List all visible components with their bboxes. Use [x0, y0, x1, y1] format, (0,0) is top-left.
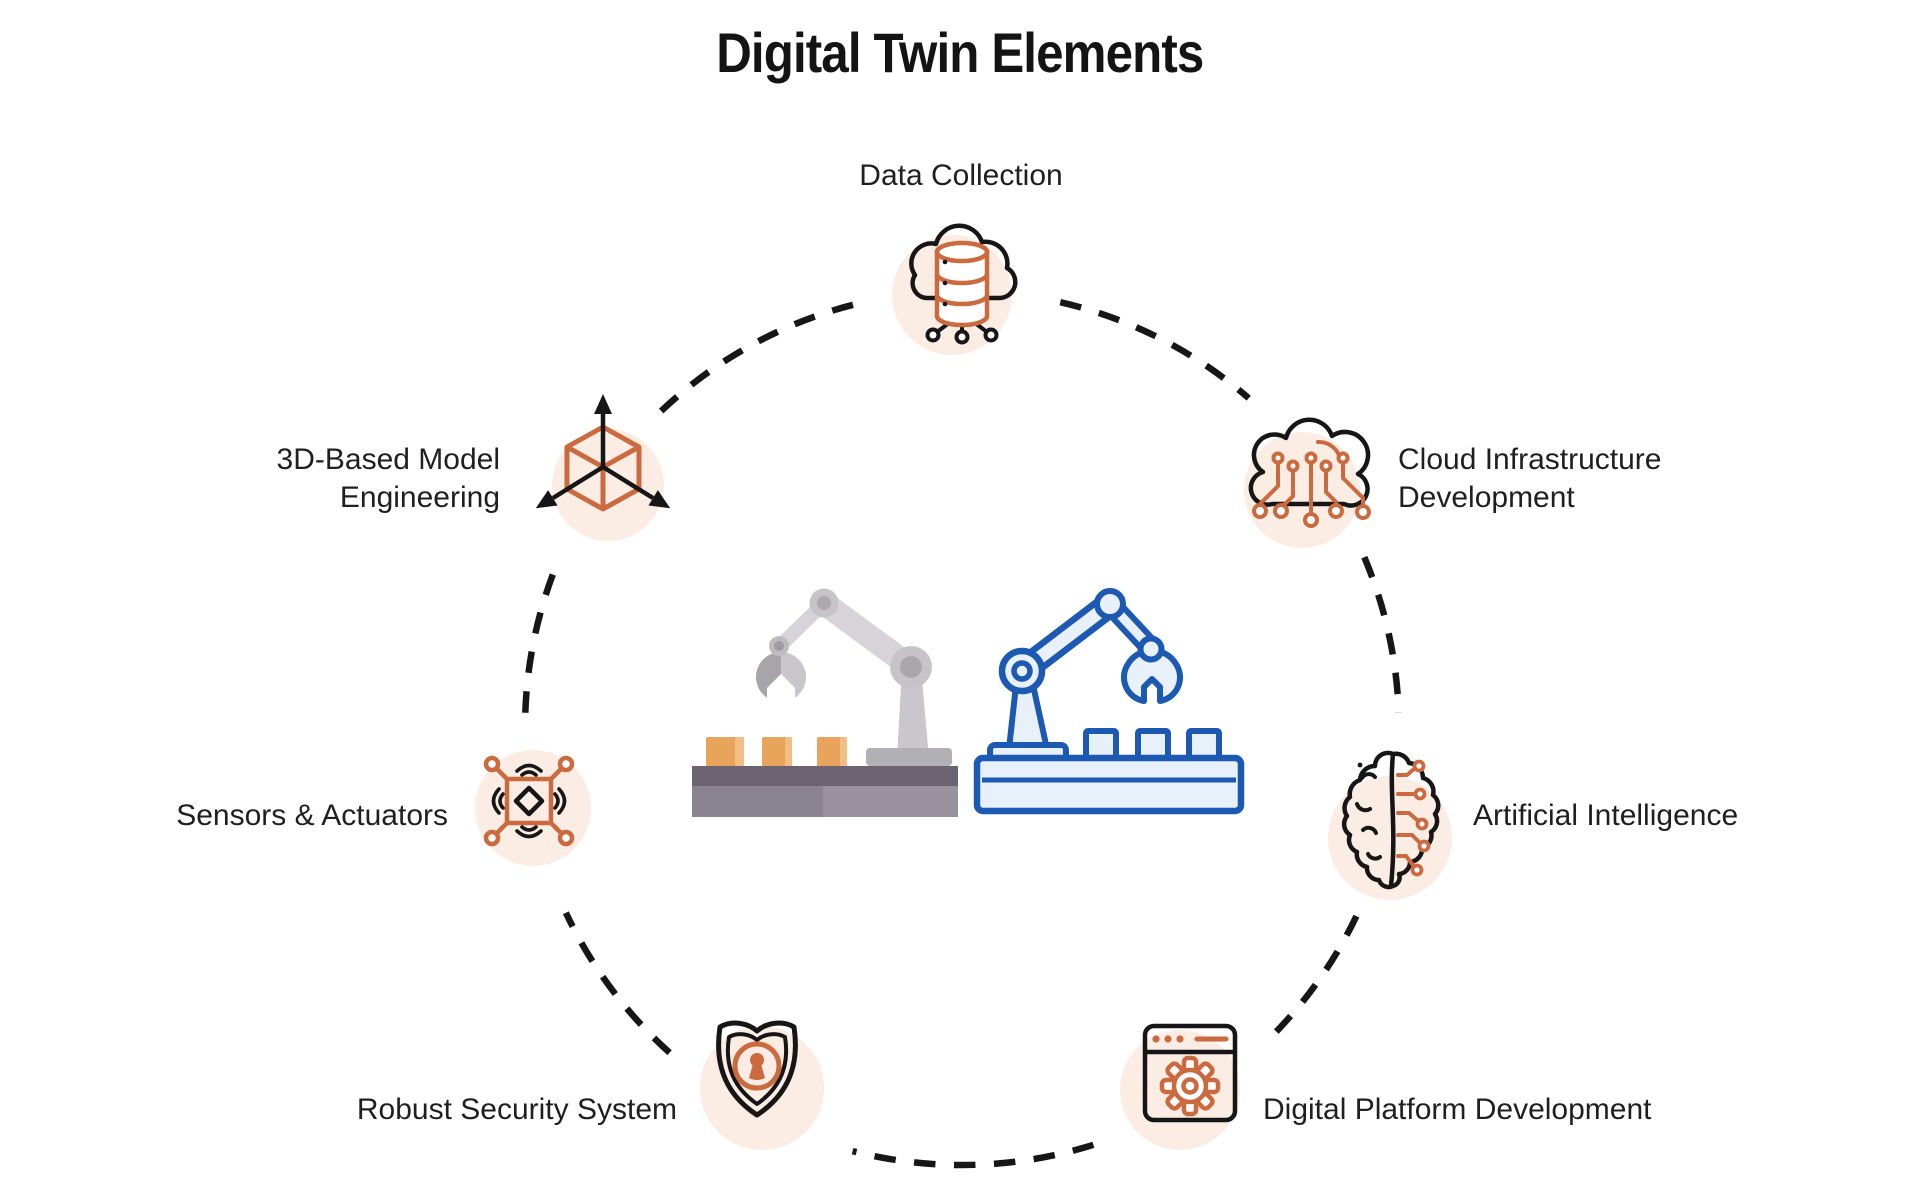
- brain-circuits: [1396, 759, 1431, 877]
- brain-midline: [1388, 753, 1396, 887]
- shield-lock-icon: [716, 1020, 798, 1118]
- node-label-sensors-actuators: Sensors & Actuators: [176, 799, 448, 832]
- cube-axes-icon: [535, 394, 671, 512]
- twin-platform: [973, 754, 1245, 815]
- conveyor-boxes: [706, 737, 847, 767]
- node-label-digital-platform: Digital Platform Development: [1263, 1093, 1652, 1126]
- circle-arc: [1059, 299, 1251, 401]
- circle-arc: [851, 1141, 1095, 1169]
- icon-halos: [475, 235, 1452, 1150]
- sensor-frame: [483, 755, 575, 847]
- keyhole: [749, 1053, 765, 1080]
- node-label-3d-model: 3D-Based Model Engineering: [276, 443, 500, 514]
- digital-twin-robot-arm: [973, 588, 1245, 815]
- browser-window: [1142, 1023, 1238, 1123]
- robot-elbow-pin: [817, 596, 831, 610]
- cloud-database-icon: [909, 223, 1018, 345]
- lock-ring: [732, 1041, 782, 1091]
- cloud-circuit-icon: [1248, 417, 1371, 528]
- sensor-node-icon: [483, 755, 575, 847]
- shield-outer: [716, 1020, 798, 1118]
- twin-shoulder-pin: [1011, 660, 1033, 682]
- robot-claw: [756, 652, 806, 704]
- twin-wrist-joint: [1137, 635, 1165, 663]
- cloud-outline: [1248, 417, 1371, 508]
- circle-arc: [1361, 555, 1402, 713]
- node-label-cloud-infrastructure: Cloud Infrastructure Development: [1398, 443, 1662, 514]
- brain-circuit-icon: [1341, 750, 1441, 890]
- robot-column: [897, 668, 929, 758]
- page-title-text: Digital Twin Elements: [716, 21, 1204, 84]
- axes: [535, 394, 671, 509]
- node-label-robust-security: Robust Security System: [356, 1093, 677, 1126]
- cloud-shine: [1316, 440, 1341, 457]
- sensor-diamond: [513, 785, 545, 817]
- connection-dashed-circle: [522, 299, 1402, 1169]
- shield-inner: [725, 1032, 789, 1106]
- twin-column: [1006, 682, 1050, 752]
- robot-shoulder-pin: [900, 656, 922, 678]
- node-label-data-collection: Data Collection: [859, 159, 1063, 192]
- node-label-artificial-intelligence: Artificial Intelligence: [1473, 799, 1739, 832]
- gear-icon: [1159, 1055, 1221, 1117]
- database-cylinder: [934, 240, 990, 328]
- signal-waves: [491, 763, 567, 839]
- browser-header-dots: [1152, 1035, 1229, 1043]
- robot-wrist-pin: [774, 641, 784, 651]
- conveyor-platform: [692, 766, 958, 817]
- brain-folds: [1355, 762, 1382, 861]
- physical-robot-arm: [692, 588, 958, 817]
- robot-base: [866, 748, 952, 766]
- circle-arc: [1273, 914, 1360, 1034]
- circle-arc: [562, 911, 672, 1056]
- circle-arc: [658, 299, 865, 414]
- circle-arc: [522, 566, 559, 713]
- twin-elbow-joint: [1094, 588, 1126, 620]
- page-title: Digital Twin Elements: [0, 20, 1920, 85]
- icon-halo: [1244, 432, 1360, 548]
- browser-gear-icon: [1142, 1023, 1238, 1123]
- circuit-traces: [1252, 451, 1371, 528]
- cloud-outline: [909, 223, 1018, 301]
- twin-blocks: [1083, 728, 1222, 761]
